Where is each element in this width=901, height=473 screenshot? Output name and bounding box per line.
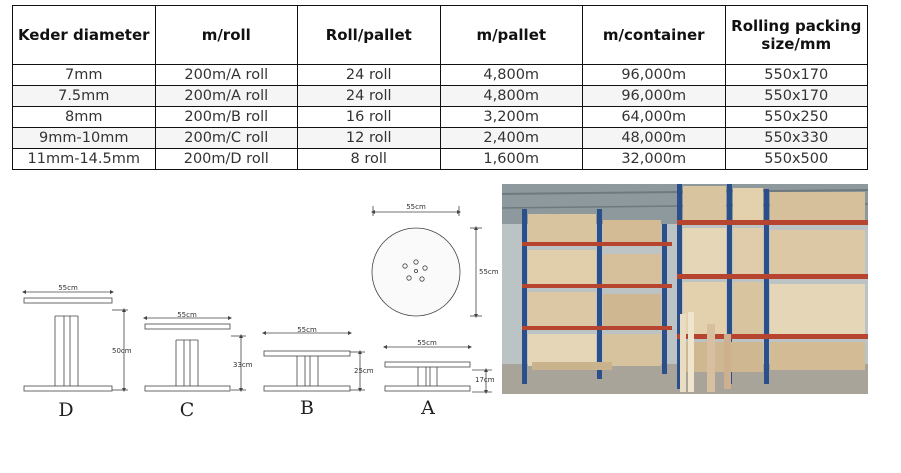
spool-c-width-label: 55cm bbox=[177, 311, 197, 319]
cell-m-per-roll: 200m/C roll bbox=[154, 127, 298, 149]
cell-packing-size: 550x170 bbox=[724, 64, 868, 86]
cell-m-per-roll: 200m/A roll bbox=[154, 64, 298, 86]
header-rolling-packing-size: Rolling packing size/mm bbox=[724, 5, 868, 65]
cell-packing-size: 550x250 bbox=[724, 106, 868, 128]
header-m-per-pallet: m/pallet bbox=[439, 5, 583, 65]
cell-m-per-container: 32,000m bbox=[582, 148, 726, 170]
cell-keder-diameter: 7mm bbox=[12, 64, 156, 86]
cell-packing-size: 550x170 bbox=[724, 85, 868, 107]
cell-keder-diameter: 9mm-10mm bbox=[12, 127, 156, 149]
spool-b-width-label: 55cm bbox=[297, 326, 317, 334]
cell-keder-diameter: 8mm bbox=[12, 106, 156, 128]
cell-m-per-pallet: 1,600m bbox=[439, 148, 583, 170]
table-header-row: Keder diameter m/roll Roll/pallet m/pall… bbox=[12, 5, 868, 65]
cell-m-per-container: 48,000m bbox=[582, 127, 726, 149]
spool-d-letter: D bbox=[58, 399, 73, 421]
top-view-height-label: 55cm bbox=[479, 268, 499, 276]
cell-m-per-pallet: 3,200m bbox=[439, 106, 583, 128]
cell-m-per-container: 96,000m bbox=[582, 85, 726, 107]
table-row: 7.5mm 200m/A roll 24 roll 4,800m 96,000m… bbox=[12, 85, 868, 107]
table-row: 11mm-14.5mm 200m/D roll 8 roll 1,600m 32… bbox=[12, 148, 868, 170]
header-m-per-container: m/container bbox=[582, 5, 726, 65]
packing-spec-table: Keder diameter m/roll Roll/pallet m/pall… bbox=[12, 5, 868, 170]
spool-c-height-label: 33cm bbox=[233, 361, 253, 369]
spool-c-letter: C bbox=[180, 399, 195, 421]
cell-packing-size: 550x500 bbox=[724, 148, 868, 170]
spool-a-height-label: 17cm bbox=[475, 376, 495, 384]
table-row: 9mm-10mm 200m/C roll 12 roll 2,400m 48,0… bbox=[12, 127, 868, 149]
spool-a-letter: A bbox=[420, 397, 435, 419]
top-view-width-label: 55cm bbox=[406, 203, 426, 211]
spool-b-drawing bbox=[262, 331, 365, 392]
cell-roll-per-pallet: 24 roll bbox=[297, 64, 441, 86]
cell-roll-per-pallet: 24 roll bbox=[297, 85, 441, 107]
cell-roll-per-pallet: 12 roll bbox=[297, 127, 441, 149]
warehouse-photo bbox=[502, 184, 868, 394]
spool-c-drawing bbox=[143, 316, 246, 392]
spool-a-drawing bbox=[383, 345, 492, 394]
cell-roll-per-pallet: 16 roll bbox=[297, 106, 441, 128]
cell-keder-diameter: 7.5mm bbox=[12, 85, 156, 107]
spool-technical-drawings: 55cm 55cm 55cm 50cm D 55cm 33cm C 55cm 2… bbox=[22, 203, 499, 421]
spool-b-letter: B bbox=[300, 397, 314, 419]
spool-top-view bbox=[371, 206, 482, 318]
cell-roll-per-pallet: 8 roll bbox=[297, 148, 441, 170]
cell-m-per-container: 96,000m bbox=[582, 64, 726, 86]
header-m-per-roll: m/roll bbox=[154, 5, 298, 65]
cell-m-per-pallet: 4,800m bbox=[439, 85, 583, 107]
table-row: 8mm 200m/B roll 16 roll 3,200m 64,000m 5… bbox=[12, 106, 868, 128]
spool-d-drawing bbox=[22, 290, 128, 392]
header-keder-diameter: Keder diameter bbox=[12, 5, 156, 65]
cell-packing-size: 550x330 bbox=[724, 127, 868, 149]
cell-m-per-pallet: 4,800m bbox=[439, 64, 583, 86]
cell-m-per-container: 64,000m bbox=[582, 106, 726, 128]
spool-d-width-label: 55cm bbox=[58, 284, 78, 292]
cell-m-per-roll: 200m/D roll bbox=[154, 148, 298, 170]
spool-d-height-label: 50cm bbox=[112, 347, 132, 355]
spool-b-height-label: 25cm bbox=[354, 367, 374, 375]
spool-a-width-label: 55cm bbox=[417, 339, 437, 347]
cell-keder-diameter: 11mm-14.5mm bbox=[12, 148, 156, 170]
cell-m-per-roll: 200m/A roll bbox=[154, 85, 298, 107]
table-row: 7mm 200m/A roll 24 roll 4,800m 96,000m 5… bbox=[12, 64, 868, 86]
